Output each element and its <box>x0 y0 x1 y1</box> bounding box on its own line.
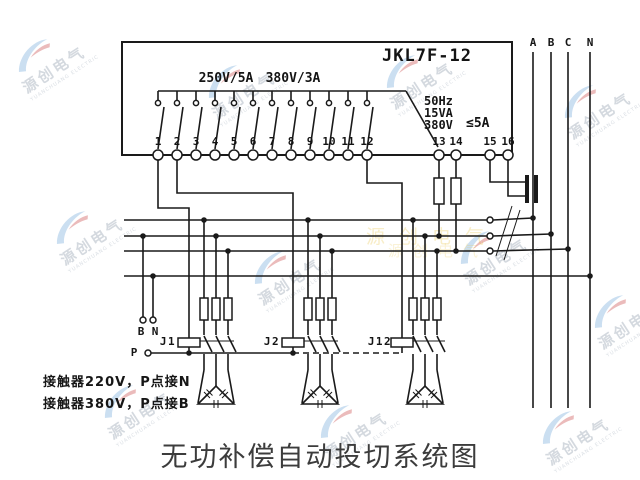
terminal-number: 7 <box>268 135 276 148</box>
note-220v: 接触器220V，P点接N <box>43 375 191 390</box>
isolator-switch <box>486 205 569 261</box>
capacitor-branch-j1 <box>196 220 237 408</box>
terminal-number: 14 <box>449 135 463 148</box>
junction-dots <box>140 215 593 356</box>
va-label: 15VA <box>424 106 453 120</box>
phase-feeder-lines <box>532 52 591 408</box>
diagram-title: 无功补偿自动投切系统图 <box>160 442 480 473</box>
bus-bars <box>124 219 590 277</box>
terminal-number: 5 <box>230 135 238 148</box>
terminal-number: 4 <box>211 135 219 148</box>
tap-label-p: P <box>130 346 138 359</box>
rating-250-label: 250V/5A <box>198 71 254 86</box>
tap-label-n: N <box>151 325 159 338</box>
rating-380-label: 380V/3A <box>265 71 321 86</box>
terminal-number: 12 <box>360 135 374 148</box>
terminal-number: 9 <box>306 135 314 148</box>
phase-label-c: C <box>564 36 572 49</box>
freq-label: 50Hz <box>424 94 453 108</box>
phase-label-a: A <box>529 36 537 49</box>
terminal-number: 3 <box>192 135 200 148</box>
capacitor-branch-j12 <box>405 220 446 408</box>
model-label: JKL7F-12 <box>382 46 472 66</box>
max-current-label: ≤5A <box>466 116 490 131</box>
terminal-number: 8 <box>287 135 295 148</box>
terminal-strip <box>152 149 514 161</box>
terminal-number: 15 <box>483 135 497 148</box>
note-380v: 接触器380V，P点接B <box>43 397 190 412</box>
controller-box <box>121 41 513 156</box>
terminal-number: 16 <box>501 135 515 148</box>
terminal-number: 13 <box>432 135 446 148</box>
contactor-label-j12: J12 <box>367 335 393 348</box>
coil-control-wires <box>157 160 403 338</box>
capacitor-branch-j2 <box>300 220 341 408</box>
terminal-number: 2 <box>173 135 181 148</box>
phase-label-n: N <box>586 36 594 49</box>
terminal-number: 6 <box>249 135 257 148</box>
relay-switches <box>154 91 374 150</box>
contactor-label-j2: J2 <box>263 335 281 348</box>
bnp-selection-points <box>139 236 402 357</box>
tap-label-b: B <box>137 325 145 338</box>
current-transformer <box>489 160 538 203</box>
contactor-label-j1: J1 <box>159 335 177 348</box>
terminal-number: 10 <box>322 135 336 148</box>
phase-label-b: B <box>547 36 555 49</box>
terminal-number: 11 <box>341 135 355 148</box>
volt-label: 380V <box>424 118 453 132</box>
terminal-number: 1 <box>154 135 162 148</box>
